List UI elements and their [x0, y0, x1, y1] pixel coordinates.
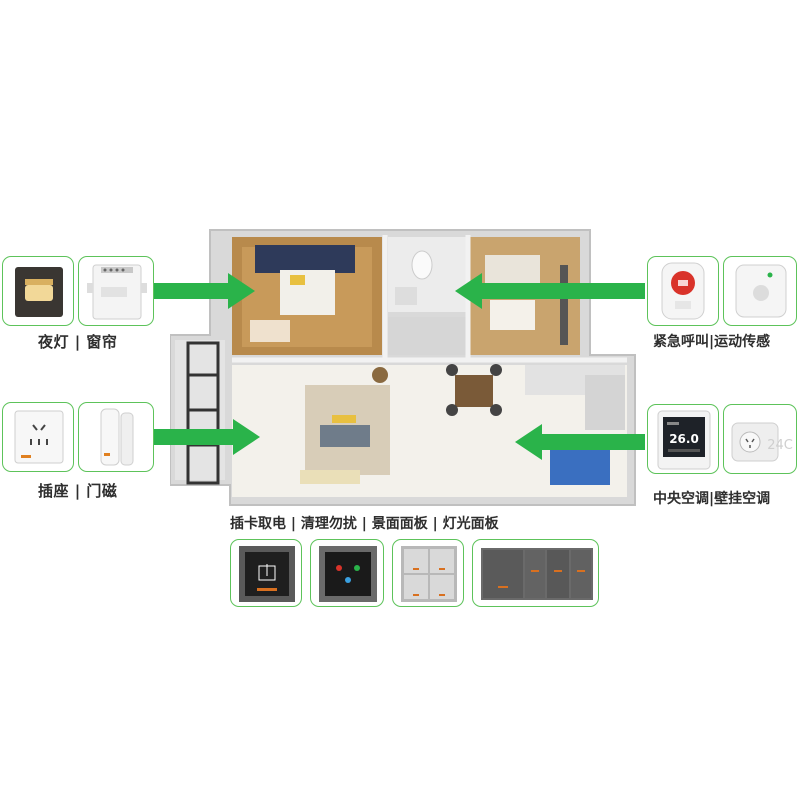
label-emergency-motion: 紧急呼叫|运动传感: [653, 334, 771, 350]
wall-ac-plug-icon: 24C: [731, 422, 793, 462]
label-socket-door: 插座 | 门磁: [38, 482, 118, 500]
arrow-top-right: [455, 273, 645, 309]
curtain-module-icon: [87, 264, 147, 320]
thermostat-card: 26.0: [647, 404, 719, 474]
curtain-module-card: [78, 256, 154, 326]
label-panels: 插卡取电 | 清理勿扰 | 景面面板 | 灯光面板: [230, 516, 499, 532]
wall-ac-card: 24C: [723, 404, 797, 474]
arrow-top-left: [150, 273, 255, 309]
floorplan-image: [170, 229, 636, 506]
label-night-light-curtain: 夜灯 | 窗帘: [38, 333, 118, 351]
night-light-icon: [15, 267, 63, 317]
motion-sensor-card: [723, 256, 797, 326]
thermostat-temp: 26.0: [669, 432, 699, 446]
arrow-mid-right: [515, 424, 645, 460]
night-light-card: [2, 256, 74, 326]
dnd-panel-icon: [319, 546, 377, 602]
card-switch-icon: [239, 546, 295, 602]
light-panel-icon: [481, 548, 593, 600]
light-panel-card: [472, 539, 599, 607]
socket-icon: [14, 410, 64, 464]
label-ac: 中央空调|壁挂空调: [653, 491, 771, 507]
thermostat-icon: 26.0: [657, 410, 711, 470]
scene-panel-card: [392, 539, 464, 607]
card-switch-card: [230, 539, 302, 607]
dnd-panel-card: [310, 539, 384, 607]
emergency-button-icon: [661, 262, 705, 320]
socket-card: [2, 402, 74, 472]
motion-sensor-icon: [735, 264, 787, 318]
door-sensor-icon: [100, 408, 134, 466]
scene-panel-icon: [401, 546, 457, 602]
emergency-button-card: [647, 256, 719, 326]
door-sensor-card: [78, 402, 154, 472]
wall-ac-temp: 24C: [767, 438, 793, 453]
arrow-mid-left: [150, 419, 260, 455]
